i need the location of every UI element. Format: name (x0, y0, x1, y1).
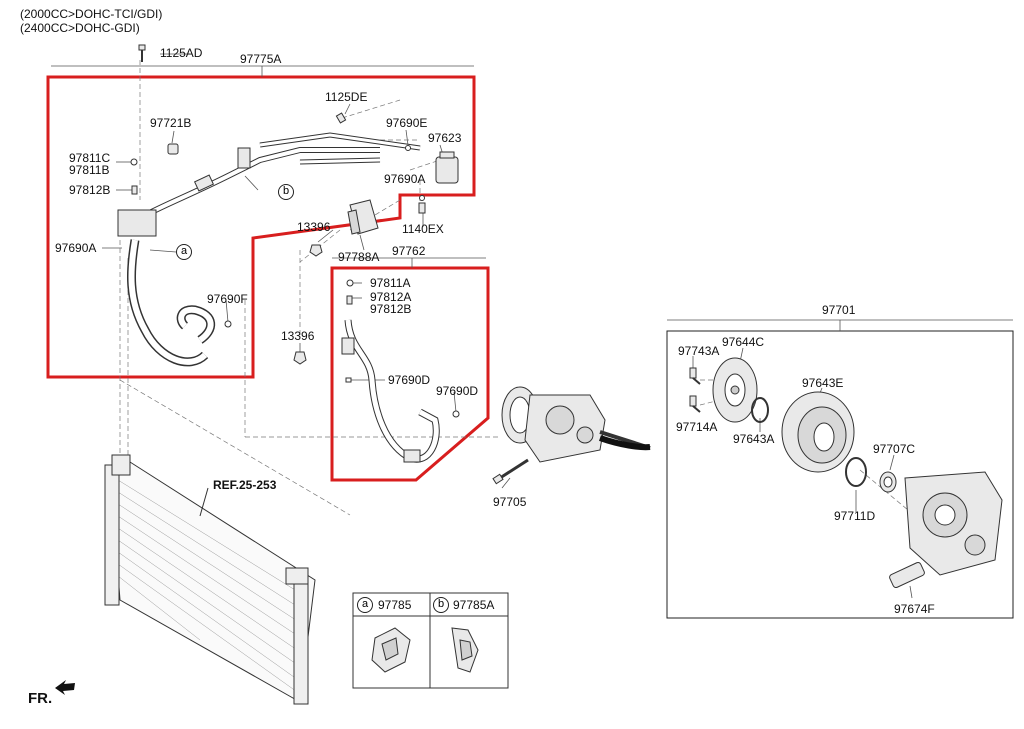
part-label-97705[interactable]: 97705 (493, 495, 527, 509)
part-label-97811C[interactable]: 97811C (69, 151, 111, 165)
discharge-pipe-97775A (117, 132, 421, 367)
part-label-13396-a[interactable]: 13396 (297, 220, 331, 234)
front-direction-label: FR. (28, 690, 53, 707)
suction-pipe-97762 (341, 319, 440, 463)
part-label-97714A[interactable]: 97714A (676, 420, 718, 434)
part-label-97762[interactable]: 97762 (392, 244, 426, 258)
leader-lines (51, 53, 1013, 599)
part-label-97690A-left[interactable]: 97690A (55, 241, 97, 255)
bracket-97788A (347, 199, 379, 235)
detail-parts (689, 357, 1003, 589)
part-label-97690D-b[interactable]: 97690D (436, 384, 479, 398)
part-label-97643A[interactable]: 97643A (733, 432, 775, 446)
bolt-97705 (492, 458, 529, 485)
part-label-97775A[interactable]: 97775A (240, 52, 282, 66)
part-label-1125AD[interactable]: 1125AD (160, 46, 203, 60)
callout-a[interactable]: a (176, 244, 192, 260)
part-label-97643E[interactable]: 97643E (802, 376, 844, 390)
reference-label[interactable]: REF.25-253 (213, 478, 277, 492)
engine-spec-line-2: (2400CC>DOHC-GDI) (20, 21, 140, 35)
part-label-97711D[interactable]: 97711D (834, 509, 876, 523)
part-label-97721B[interactable]: 97721B (150, 116, 192, 130)
legend-callout-a: a (357, 597, 373, 613)
part-label-97788A[interactable]: 97788A (338, 250, 380, 264)
legend-part-97785A[interactable]: 97785A (453, 598, 495, 612)
part-label-97812B-mid[interactable]: 97812B (370, 302, 412, 316)
part-label-97812A[interactable]: 97812A (370, 290, 412, 304)
condenser-illustration (104, 454, 316, 705)
legend-table (352, 592, 509, 689)
legend-callout-b: b (433, 597, 449, 613)
part-label-1140EX[interactable]: 1140EX (402, 222, 444, 236)
compressor-main-illustration (501, 386, 651, 463)
legend-part-97785[interactable]: 97785 (378, 598, 412, 612)
small-hardware (130, 44, 460, 418)
legend-parts (371, 627, 479, 673)
part-label-97812B-top[interactable]: 97812B (69, 183, 111, 197)
part-label-97690F[interactable]: 97690F (207, 292, 248, 306)
part-label-97690A-top[interactable]: 97690A (384, 172, 426, 186)
pipe-arrow (599, 435, 651, 451)
part-label-97811A[interactable]: 97811A (370, 276, 411, 290)
part-label-97690D-a[interactable]: 97690D (388, 373, 431, 387)
part-label-97644C[interactable]: 97644C (722, 335, 765, 349)
highlight-box-97762 (330, 266, 490, 482)
part-label-97743A[interactable]: 97743A (678, 344, 720, 358)
part-label-1125DE[interactable]: 1125DE (325, 90, 368, 104)
front-arrow-icon (55, 680, 75, 695)
part-label-97701[interactable]: 97701 (822, 303, 856, 317)
part-label-97690E[interactable]: 97690E (386, 116, 428, 130)
receiver-97623 (435, 151, 459, 184)
part-label-97707C[interactable]: 97707C (873, 442, 916, 456)
part-label-97623[interactable]: 97623 (428, 131, 462, 145)
dashed-guides (119, 60, 921, 521)
part-label-97811B[interactable]: 97811B (69, 163, 110, 177)
highlight-box-97775A (46, 75, 476, 379)
engine-spec-line-1: (2000CC>DOHC-TCI/GDI) (20, 7, 163, 21)
callout-b[interactable]: b (278, 184, 294, 200)
part-label-97674F[interactable]: 97674F (894, 602, 935, 616)
part-label-13396-b[interactable]: 13396 (281, 329, 315, 343)
